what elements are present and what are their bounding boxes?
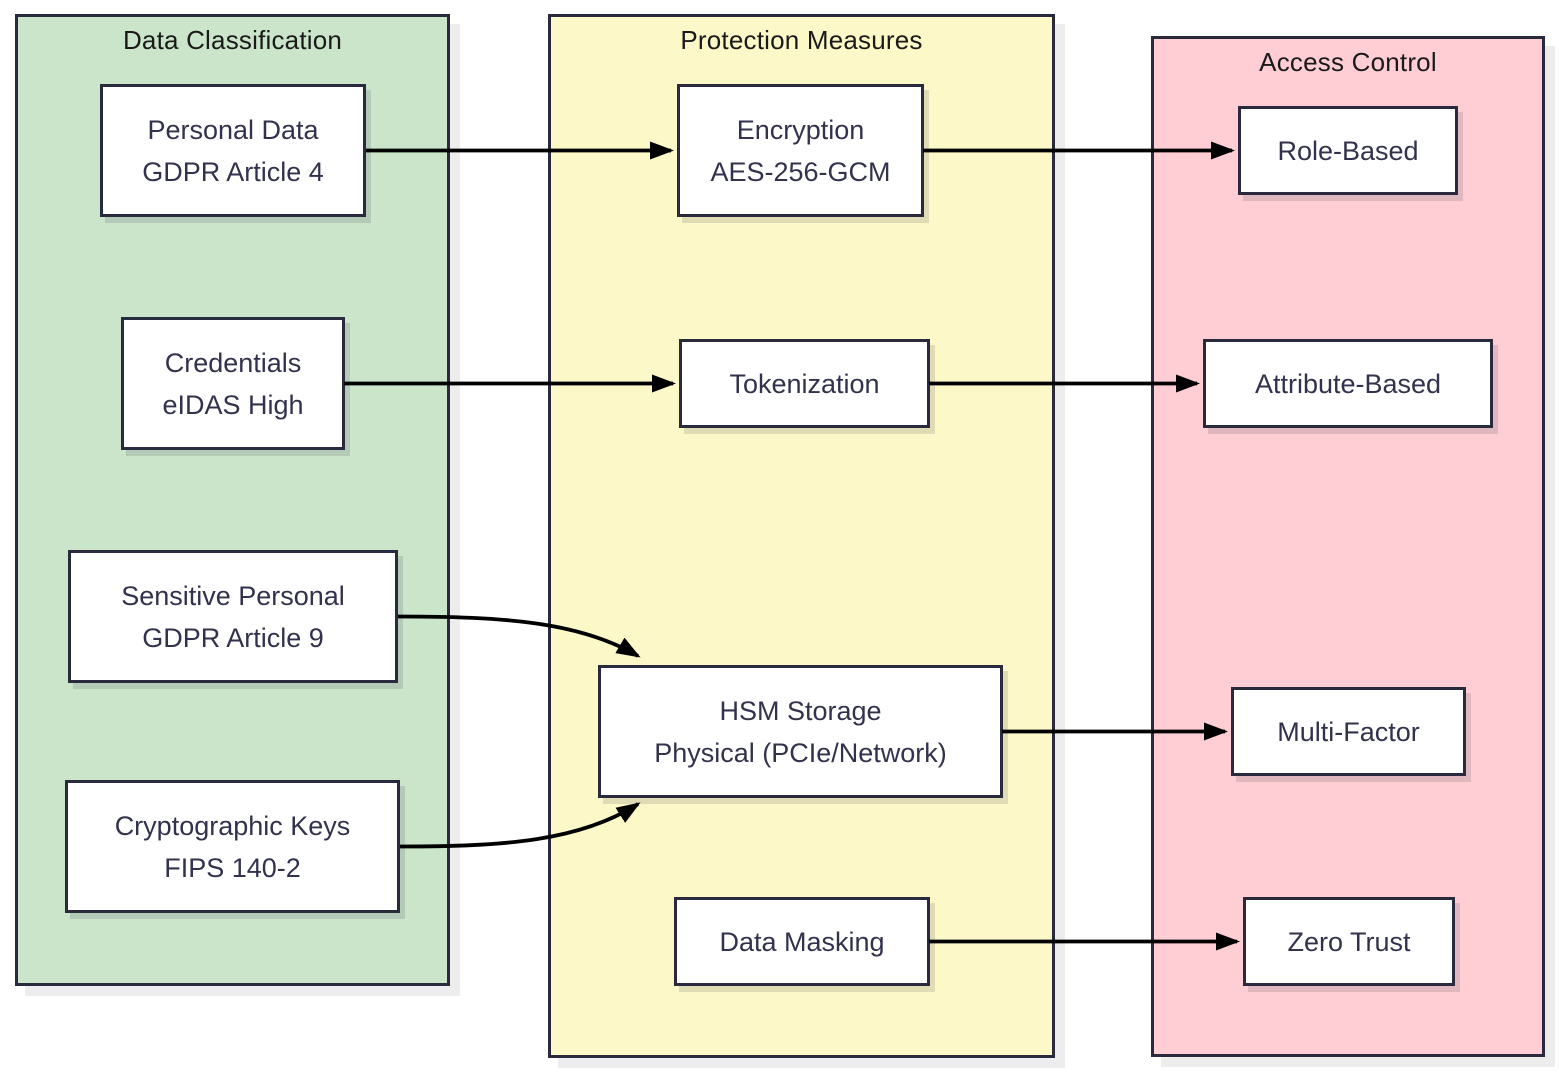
node-sublabel: eIDAS High (162, 389, 304, 420)
node-sublabel: GDPR Article 9 (142, 622, 324, 653)
node-sensitive-personal: Sensitive Personal GDPR Article 9 (68, 550, 398, 683)
node-label: Tokenization (729, 368, 880, 399)
node-sublabel: AES-256-GCM (710, 156, 891, 187)
node-multi-factor: Multi-Factor (1231, 687, 1466, 776)
node-tokenization: Tokenization (679, 339, 930, 428)
node-label: Data Masking (719, 926, 885, 957)
node-label: Role-Based (1277, 135, 1419, 166)
node-label: Multi-Factor (1277, 716, 1420, 747)
node-attribute-based: Attribute-Based (1203, 339, 1493, 428)
node-label: Sensitive Personal (121, 580, 345, 611)
node-credentials: Credentials eIDAS High (121, 317, 345, 450)
node-label: Attribute-Based (1254, 368, 1442, 399)
node-label: Zero Trust (1287, 926, 1411, 957)
panel-title-protection-measures: Protection Measures (680, 25, 923, 55)
panel-access-control: Access Control (1151, 36, 1545, 1057)
node-label: Cryptographic Keys (114, 810, 351, 841)
node-zero-trust: Zero Trust (1243, 897, 1455, 986)
node-label: HSM Storage (719, 695, 882, 726)
node-sublabel: FIPS 140-2 (164, 852, 301, 883)
node-cryptographic-keys: Cryptographic Keys FIPS 140-2 (65, 780, 400, 913)
node-label: Credentials (164, 347, 302, 378)
node-personal-data: Personal Data GDPR Article 4 (100, 84, 366, 217)
node-label: Personal Data (147, 114, 319, 145)
node-sublabel: Physical (PCIe/Network) (654, 737, 947, 768)
node-label: Encryption (736, 114, 865, 145)
panel-title-access-control: Access Control (1259, 47, 1437, 77)
node-encryption: Encryption AES-256-GCM (677, 84, 924, 217)
node-sublabel: GDPR Article 4 (142, 156, 324, 187)
node-data-masking: Data Masking (674, 897, 930, 986)
panel-title-data-classification: Data Classification (122, 25, 343, 55)
node-role-based: Role-Based (1238, 106, 1458, 195)
node-hsm-storage: HSM Storage Physical (PCIe/Network) (598, 665, 1003, 798)
